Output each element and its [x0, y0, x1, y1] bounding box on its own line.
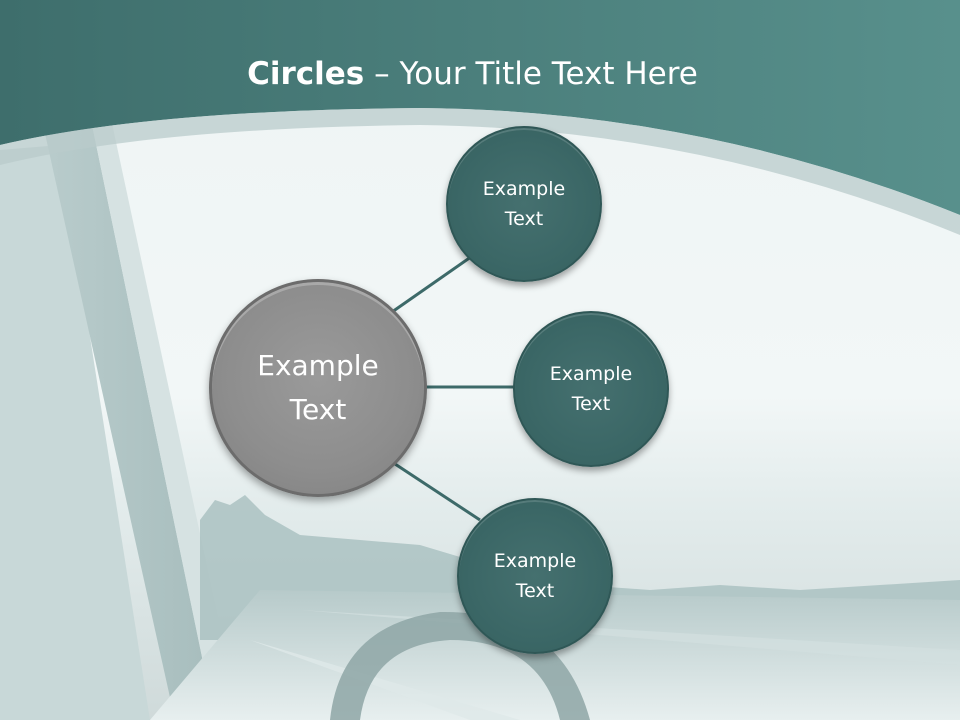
center-circle-line1: Example: [257, 349, 379, 382]
satellite-circle-top[interactable]: Example Text: [446, 126, 602, 282]
satellite-top-line1: Example: [482, 178, 566, 200]
satellite-circle-bottom[interactable]: Example Text: [457, 498, 613, 654]
satellite-middle-line1: Example: [549, 363, 633, 385]
satellite-circle-middle[interactable]: Example Text: [513, 311, 669, 467]
satellite-bottom-line2: Text: [515, 580, 555, 602]
title-bold-word: Circles: [247, 56, 365, 92]
title-rest-text: – Your Title Text Here: [364, 56, 698, 92]
slide-title: Circles – Your Title Text Here: [0, 52, 945, 96]
center-circle[interactable]: Example Text: [209, 279, 427, 497]
connector-bottom: [391, 460, 481, 522]
connector-top: [391, 250, 479, 314]
satellite-middle-line2: Text: [571, 393, 611, 415]
satellite-bottom-line1: Example: [493, 550, 577, 572]
satellite-top-line2: Text: [504, 208, 544, 230]
center-circle-line2: Text: [289, 393, 347, 426]
